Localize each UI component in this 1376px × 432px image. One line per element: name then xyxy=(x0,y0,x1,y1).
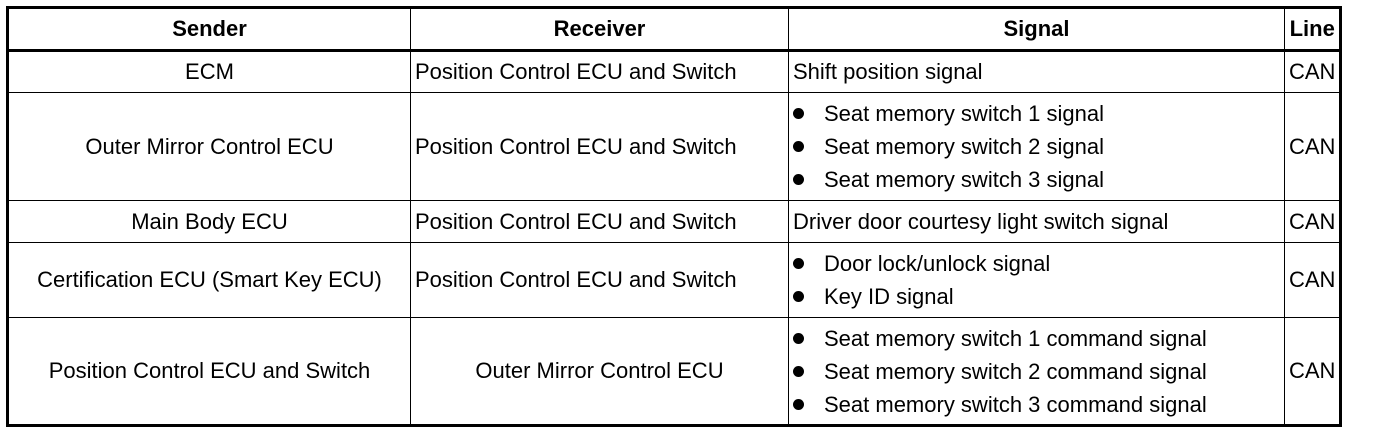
signal-item: Seat memory switch 3 command signal xyxy=(793,388,1280,421)
signal-cell: Driver door courtesy light switch signal xyxy=(788,200,1285,243)
sender-cell: ECM xyxy=(7,50,411,93)
line-cell: CAN xyxy=(1283,317,1342,426)
signal-list: Door lock/unlock signal Key ID signal xyxy=(793,247,1280,313)
receiver-cell: Position Control ECU and Switch xyxy=(410,200,789,243)
signal-item: Seat memory switch 1 signal xyxy=(793,97,1280,130)
receiver-cell: Position Control ECU and Switch xyxy=(410,242,789,318)
header-line: Line xyxy=(1283,7,1342,52)
signal-cell: Door lock/unlock signal Key ID signal xyxy=(788,242,1285,318)
sender-cell: Outer Mirror Control ECU xyxy=(7,92,411,201)
table-row: Outer Mirror Control ECU Position Contro… xyxy=(7,92,1342,201)
table-row: ECM Position Control ECU and Switch Shif… xyxy=(7,50,1342,93)
signal-item: Seat memory switch 1 command signal xyxy=(793,322,1280,355)
signal-list: Seat memory switch 1 command signal Seat… xyxy=(793,322,1280,421)
sender-cell: Main Body ECU xyxy=(7,200,411,243)
signal-item: Key ID signal xyxy=(793,280,1280,313)
signal-table: Sender Receiver Signal Line ECM Position… xyxy=(6,6,1343,427)
header-row: Sender Receiver Signal Line xyxy=(7,7,1342,52)
signal-list: Seat memory switch 1 signal Seat memory … xyxy=(793,97,1280,196)
signal-cell: Seat memory switch 1 command signal Seat… xyxy=(788,317,1285,426)
header-receiver: Receiver xyxy=(410,7,789,52)
table-row: Main Body ECU Position Control ECU and S… xyxy=(7,200,1342,243)
table-row: Certification ECU (Smart Key ECU) Positi… xyxy=(7,242,1342,318)
line-cell: CAN xyxy=(1283,92,1342,201)
signal-item: Seat memory switch 2 command signal xyxy=(793,355,1280,388)
table-row: Position Control ECU and Switch Outer Mi… xyxy=(7,317,1342,426)
signal-cell: Shift position signal xyxy=(788,50,1285,93)
header-signal: Signal xyxy=(788,7,1285,52)
receiver-cell: Position Control ECU and Switch xyxy=(410,50,789,93)
signal-item: Seat memory switch 3 signal xyxy=(793,163,1280,196)
signal-item: Seat memory switch 2 signal xyxy=(793,130,1280,163)
header-sender: Sender xyxy=(7,7,411,52)
sender-cell: Certification ECU (Smart Key ECU) xyxy=(7,242,411,318)
signal-item: Door lock/unlock signal xyxy=(793,247,1280,280)
sender-cell: Position Control ECU and Switch xyxy=(7,317,411,426)
line-cell: CAN xyxy=(1283,242,1342,318)
receiver-cell: Position Control ECU and Switch xyxy=(410,92,789,201)
receiver-cell: Outer Mirror Control ECU xyxy=(410,317,789,426)
line-cell: CAN xyxy=(1283,50,1342,93)
line-cell: CAN xyxy=(1283,200,1342,243)
signal-cell: Seat memory switch 1 signal Seat memory … xyxy=(788,92,1285,201)
